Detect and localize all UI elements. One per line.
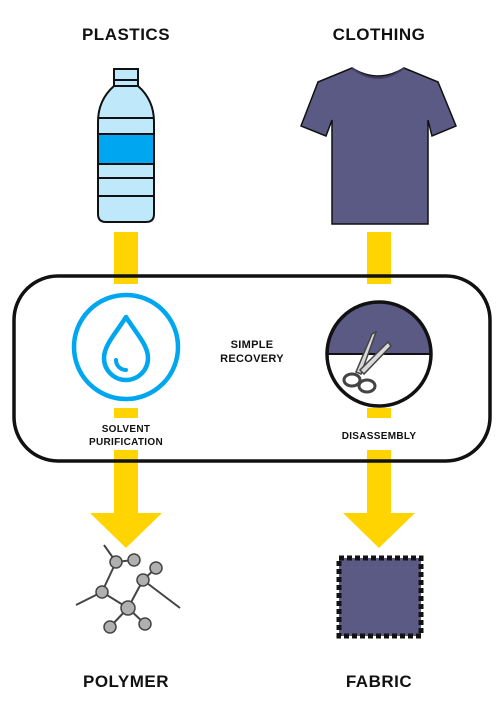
arrow-stub-left [114, 408, 138, 418]
process-box [12, 274, 492, 463]
left-process-label: SOLVENT PURIFICATION [66, 423, 186, 449]
bottle-icon [97, 68, 155, 223]
heading-plastics: PLASTICS [81, 25, 171, 44]
heading-polymer: POLYMER [82, 672, 169, 691]
water-drop-icon [71, 292, 181, 402]
heading-fabric: FABRIC [345, 672, 413, 691]
right-process-label: DISASSEMBLY [341, 431, 417, 442]
arrow-process-to-polymer [90, 450, 162, 548]
polymer-molecule-icon [75, 544, 181, 634]
arrow-process-to-fabric [343, 450, 415, 548]
heading-clothing: CLOTHING [332, 25, 426, 44]
tshirt-icon [300, 67, 457, 225]
center-label-line1: SIMPLE [230, 339, 274, 351]
arrow-stub-right [367, 408, 391, 418]
scissors-icon [325, 300, 433, 408]
left-process-line1: SOLVENT [101, 424, 151, 435]
center-label: SIMPLE RECOVERY [202, 338, 302, 366]
fabric-swatch-icon [336, 555, 424, 639]
center-label-line2: RECOVERY [220, 353, 284, 365]
left-process-line2: PURIFICATION [89, 437, 163, 448]
